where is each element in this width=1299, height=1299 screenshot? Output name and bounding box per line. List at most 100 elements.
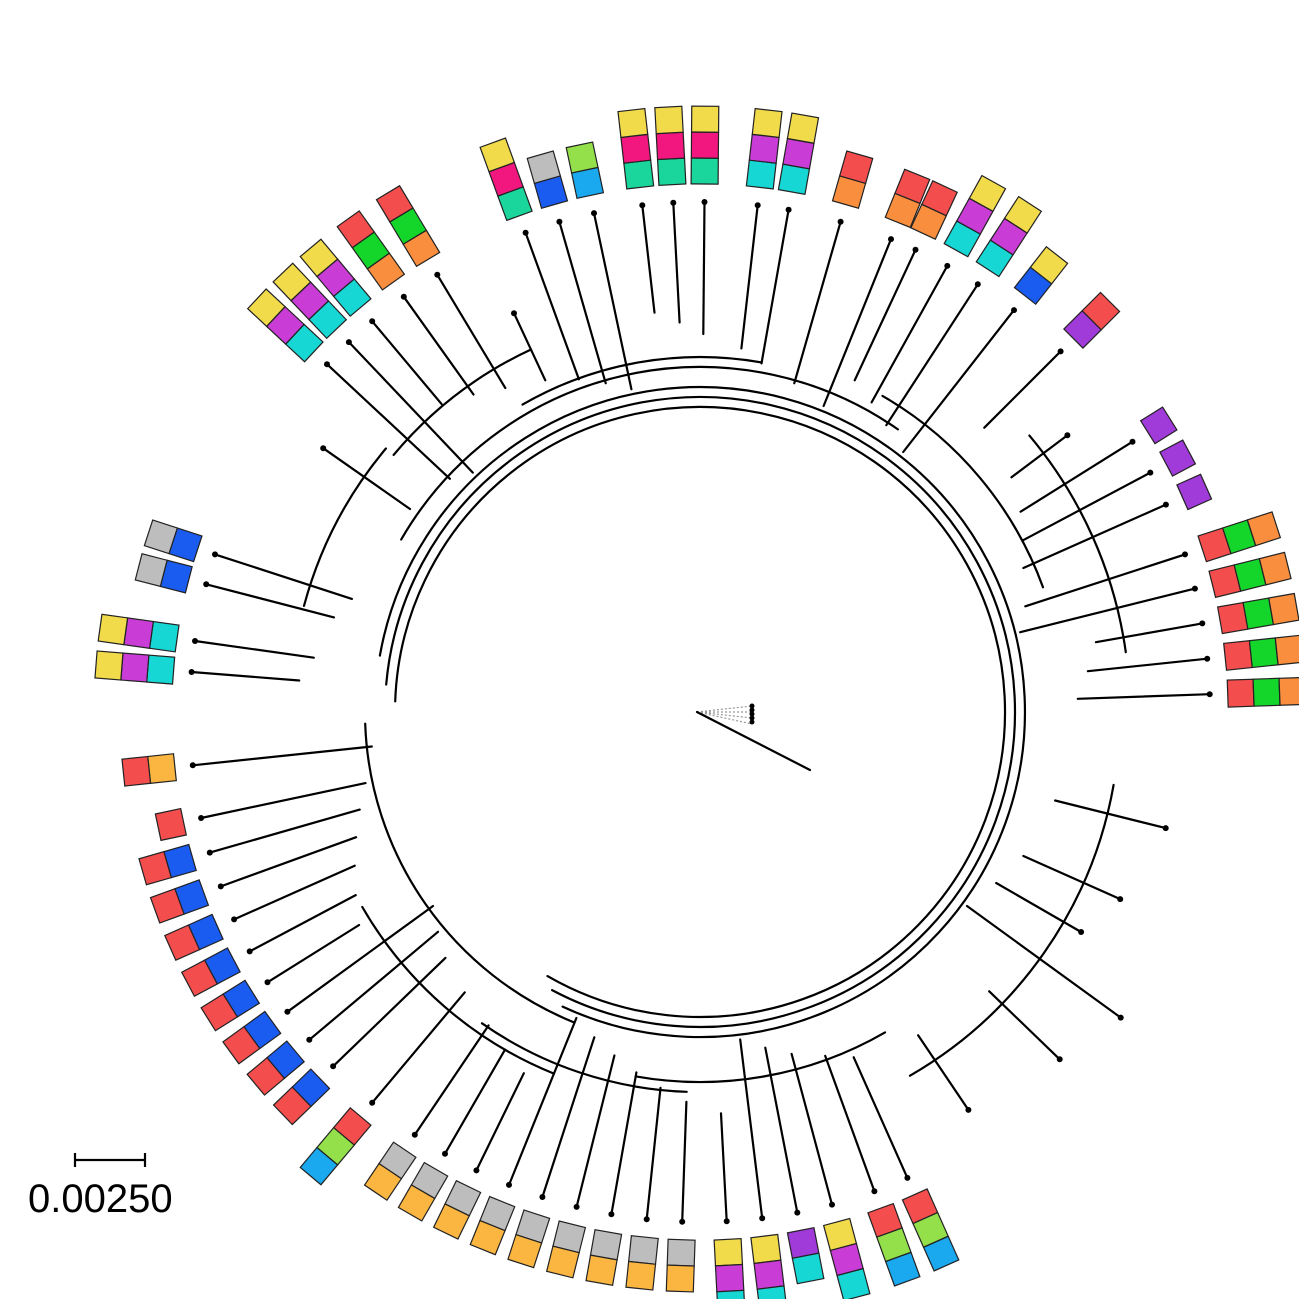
tip-node (974, 281, 981, 288)
internal-arc (908, 783, 1115, 1077)
root-branch (695, 710, 812, 772)
tip-swatch-stack (943, 174, 1007, 258)
tip-node (506, 1181, 512, 1188)
tip-swatch-stack (745, 107, 783, 190)
tip-node (246, 948, 253, 955)
tip-node (1191, 585, 1198, 592)
tip-node (1199, 620, 1206, 627)
tip-branch (524, 231, 580, 381)
color-swatch-yellow (246, 288, 286, 328)
tip-branch (822, 238, 893, 408)
color-swatch-magenta (120, 652, 150, 683)
tip-swatch-stack (479, 137, 533, 222)
tip-swatch-stack (397, 1161, 449, 1222)
color-swatch-purple (1176, 473, 1213, 511)
color-swatch-red (921, 180, 959, 217)
color-swatch-red (1216, 601, 1249, 635)
tip-branch (592, 212, 633, 391)
tip-node (1078, 929, 1085, 935)
tip-node (829, 1201, 835, 1208)
color-swatch-red (894, 168, 931, 205)
tip-node (212, 551, 218, 558)
tip-swatch-stack (545, 1220, 587, 1279)
tip-node (837, 218, 844, 225)
tip-branch (190, 670, 301, 682)
tip-branch (983, 350, 1062, 429)
tip-swatch-stack (750, 1233, 788, 1299)
color-swatch-red (149, 888, 185, 924)
tip-swatch-stack (1063, 291, 1121, 349)
color-swatch-amber (397, 1184, 436, 1222)
color-swatch-mint (656, 157, 687, 187)
tree-branches (188, 199, 1213, 1225)
tip-branch (541, 1036, 596, 1199)
color-swatch-red (200, 993, 239, 1032)
tip-swatch-stack (299, 1106, 372, 1186)
tip-branch (332, 956, 447, 1068)
color-swatch-orange (1268, 592, 1299, 626)
tip-node (264, 979, 271, 986)
tip-swatch-stack (786, 1227, 825, 1285)
internal-arc (634, 1031, 887, 1084)
tip-branch (1054, 799, 1167, 830)
tip-swatch-stack (867, 1202, 921, 1287)
tip-node (643, 1216, 650, 1223)
tip-node (1117, 1014, 1124, 1021)
tip-swatch-stack (163, 913, 224, 961)
color-swatch-magenta (753, 1259, 785, 1290)
tip-branch (610, 1071, 638, 1216)
internal-arc (400, 365, 899, 541)
tip-swatch-stack (375, 184, 441, 268)
color-swatch-green (1248, 637, 1279, 669)
color-swatch-yellow (968, 174, 1007, 213)
tip-node (442, 1150, 448, 1157)
tip-swatch-stack (1208, 551, 1292, 599)
color-swatch-gray (134, 553, 168, 588)
tip-branch (347, 341, 474, 474)
tip-swatch-stack (154, 807, 188, 842)
tip-branch (739, 1038, 764, 1220)
tip-branch (988, 990, 1061, 1061)
tip-color-annotations (94, 105, 1299, 1299)
tip-node (871, 1188, 878, 1195)
tip-swatch-stack (432, 1179, 482, 1240)
tip-branch (1024, 553, 1187, 608)
tip-branch (436, 273, 507, 390)
tip-branch (371, 320, 443, 406)
tip-swatch-stack (617, 107, 655, 190)
tip-branch (191, 745, 373, 767)
tip-branch (266, 923, 361, 984)
color-swatch-yellow (786, 112, 820, 144)
tip-node (473, 1167, 480, 1174)
tip-swatch-stack (299, 238, 372, 318)
internal-arc (881, 394, 1045, 589)
tip-swatch-stack (336, 210, 406, 291)
tip-node (1064, 432, 1071, 439)
tip-node (192, 638, 198, 644)
tip-node (400, 293, 407, 300)
color-swatch-amber (147, 753, 177, 784)
color-swatch-yellow (690, 105, 720, 133)
tip-branch (917, 1034, 970, 1111)
color-swatch-yellow (299, 238, 339, 278)
tip-swatch-stack (1216, 592, 1299, 635)
color-swatch-yellow (1003, 195, 1043, 234)
color-swatch-gray (628, 1235, 659, 1265)
tip-swatch-stack (690, 105, 720, 185)
color-swatch-red (246, 1056, 286, 1096)
color-swatch-yellow (751, 107, 783, 139)
tip-node (888, 236, 894, 243)
color-swatch-teal (791, 1252, 825, 1285)
tip-node (1057, 348, 1064, 355)
color-swatch-red (180, 959, 219, 997)
internal-arc (521, 355, 763, 406)
tip-swatch-stack (97, 613, 180, 653)
tip-branch (853, 248, 917, 382)
tip-node (904, 1174, 911, 1181)
tip-branch (870, 264, 949, 404)
internal-arc (364, 722, 576, 1024)
tip-branch (790, 1052, 834, 1206)
tip-branch (322, 447, 412, 511)
scale-bar: 0.00250 (28, 1153, 173, 1221)
